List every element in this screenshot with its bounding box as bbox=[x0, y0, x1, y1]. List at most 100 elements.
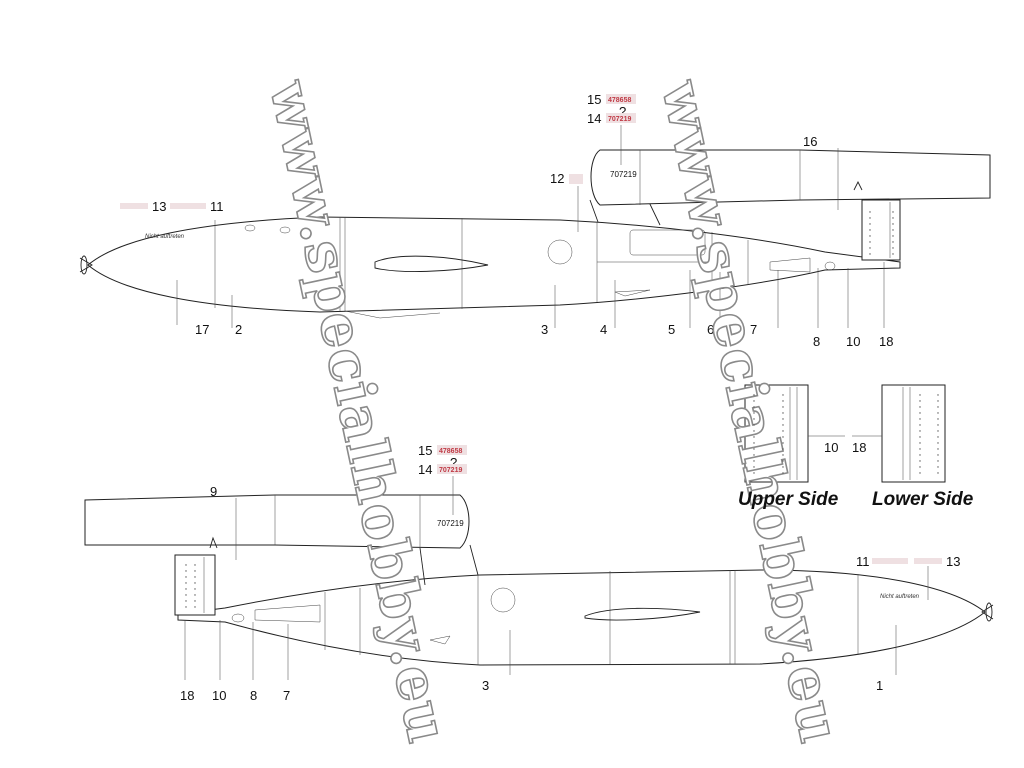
rivet-dot bbox=[919, 418, 921, 420]
rivet-dot bbox=[753, 394, 755, 396]
lower-callout-3: 3 bbox=[482, 678, 489, 693]
rivet-dot bbox=[753, 412, 755, 414]
detail-callout-18: 18 bbox=[852, 440, 866, 455]
rivet-dot bbox=[194, 600, 196, 602]
upper-nicht-auftreten-label: Nicht auftreten bbox=[145, 234, 185, 240]
rivet-dot bbox=[194, 588, 196, 590]
upper-profile-view: Nicht auftreten 707219 bbox=[79, 149, 991, 319]
lower-callout-13: 13 bbox=[946, 554, 960, 569]
rivet-dot bbox=[185, 594, 187, 596]
callout-13: 13 bbox=[152, 199, 166, 214]
rivet-dot bbox=[919, 424, 921, 426]
rivet-dot bbox=[919, 448, 921, 450]
rivet-dot bbox=[782, 430, 784, 432]
callout-3: 3 bbox=[541, 322, 548, 337]
rivet-dot bbox=[919, 442, 921, 444]
lower-pulsejet-engine bbox=[84, 494, 470, 549]
callout-18: 18 bbox=[879, 334, 893, 349]
upper-callouts: 15 478658 ? 14 707219 16 12 13 11 17 2 3… bbox=[120, 92, 893, 349]
lower-side-caption: Lower Side bbox=[872, 489, 974, 510]
lower-tail-fin bbox=[174, 554, 216, 616]
rivet-dot bbox=[753, 424, 755, 426]
lower-callout-14: 14 bbox=[418, 462, 432, 477]
rivet-dot bbox=[753, 436, 755, 438]
rivet-dot bbox=[194, 564, 196, 566]
rivet-dot bbox=[869, 223, 871, 225]
rivet-dot bbox=[753, 460, 755, 462]
lower-wing-outline bbox=[584, 607, 701, 621]
lower-fuselage bbox=[177, 569, 986, 666]
rivet-dot bbox=[937, 442, 939, 444]
rivet-dot bbox=[753, 466, 755, 468]
rivet-dot bbox=[937, 394, 939, 396]
rivet-dot bbox=[753, 418, 755, 420]
rivet-dot bbox=[892, 223, 894, 225]
rivet-dot bbox=[782, 466, 784, 468]
rivet-dot bbox=[782, 406, 784, 408]
rivet-dot bbox=[782, 424, 784, 426]
rivet-dot bbox=[869, 229, 871, 231]
rivet-dot bbox=[782, 454, 784, 456]
serial-decal-478658: 478658 bbox=[608, 97, 631, 104]
lower-question-mark: ? bbox=[450, 455, 457, 470]
rivet-dot bbox=[919, 394, 921, 396]
lower-profile-view: Nicht auftreten 707219 bbox=[84, 494, 994, 666]
upper-fuselage bbox=[87, 216, 901, 313]
rivet-dot bbox=[753, 472, 755, 474]
callout-2: 2 bbox=[235, 322, 242, 337]
callout-15: 15 bbox=[587, 92, 601, 107]
rivet-dot bbox=[753, 430, 755, 432]
question-mark: ? bbox=[619, 104, 626, 119]
rivet-dot bbox=[869, 211, 871, 213]
callout-4: 4 bbox=[600, 322, 607, 337]
rivet-dot bbox=[892, 229, 894, 231]
rivet-dot bbox=[937, 424, 939, 426]
rivet-dot bbox=[753, 442, 755, 444]
fin-detail: 10 18 bbox=[744, 384, 946, 483]
rivet-dot bbox=[782, 394, 784, 396]
rivet-dot bbox=[869, 253, 871, 255]
rivet-dot bbox=[782, 472, 784, 474]
serial-decal-707219: 707219 bbox=[608, 116, 631, 123]
rivet-dot bbox=[194, 594, 196, 596]
lower-tail-propeller bbox=[981, 602, 994, 622]
rivet-dot bbox=[782, 442, 784, 444]
rivet-dot bbox=[753, 406, 755, 408]
rivet-dot bbox=[753, 454, 755, 456]
rivet-dot bbox=[194, 576, 196, 578]
rivet-dot bbox=[185, 564, 187, 566]
lower-callout-1: 1 bbox=[876, 678, 883, 693]
lower-callout-9: 9 bbox=[210, 484, 217, 499]
rivet-dot bbox=[937, 472, 939, 474]
rivet-dot bbox=[892, 211, 894, 213]
rivet-dot bbox=[869, 241, 871, 243]
lower-serial-decal-707219: 707219 bbox=[439, 467, 462, 474]
rivet-dot bbox=[937, 418, 939, 420]
lower-engine-serial-text: 707219 bbox=[437, 519, 464, 528]
callout-11: 11 bbox=[210, 199, 224, 214]
callout-17: 17 bbox=[195, 322, 209, 337]
rivet-dot bbox=[869, 247, 871, 249]
lower-side-fin bbox=[881, 384, 946, 483]
rivet-dot bbox=[753, 448, 755, 450]
rivet-dot bbox=[919, 472, 921, 474]
lower-serial-decal-478658: 478658 bbox=[439, 448, 462, 455]
rivet-dot bbox=[782, 418, 784, 420]
lower-callout-7: 7 bbox=[283, 688, 290, 703]
callout-16: 16 bbox=[803, 134, 817, 149]
callout-5: 5 bbox=[668, 322, 675, 337]
rivet-dot bbox=[937, 466, 939, 468]
rivet-dot bbox=[919, 460, 921, 462]
detail-callout-10: 10 bbox=[824, 440, 838, 455]
rivet-dot bbox=[753, 400, 755, 402]
rivet-dot bbox=[782, 448, 784, 450]
upper-side-fin bbox=[744, 384, 809, 483]
rivet-dot bbox=[937, 448, 939, 450]
rivet-dot bbox=[937, 430, 939, 432]
callout-8: 8 bbox=[813, 334, 820, 349]
lower-callout-18: 18 bbox=[180, 688, 194, 703]
rivet-dot bbox=[185, 600, 187, 602]
rivet-dot bbox=[892, 235, 894, 237]
lower-callout-10: 10 bbox=[212, 688, 226, 703]
